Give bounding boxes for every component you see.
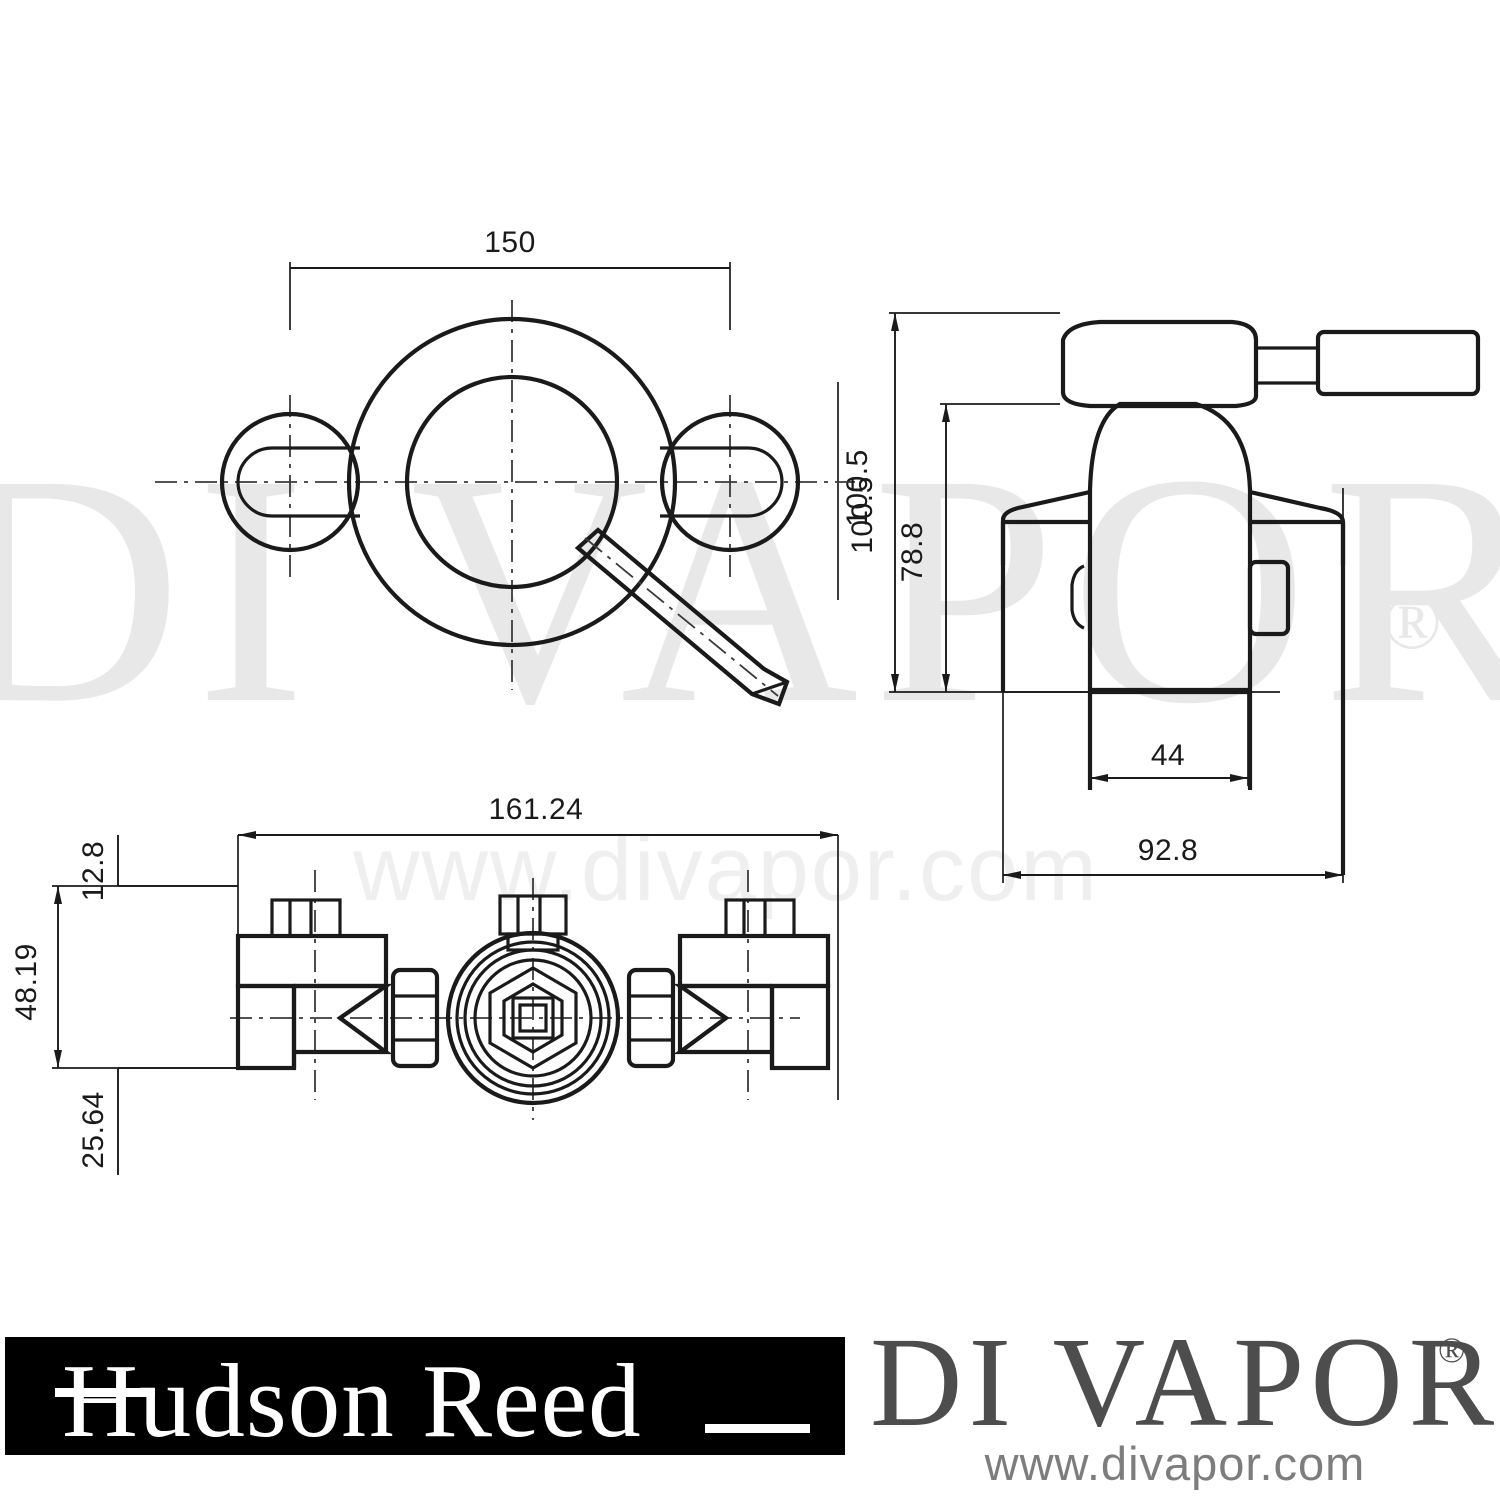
dimension-width-161-24: 161.24	[237, 793, 839, 1100]
dimension-width-150: 150	[289, 226, 731, 330]
dimension-label-100-5-side: 100.5	[846, 476, 879, 554]
dimension-height-100-5-front: 100.5	[837, 382, 874, 600]
footer-logos: Hudson Reed DI VAPOR ® www.divapor.com	[5, 1311, 1500, 1490]
divapor-wordmark: DI VAPOR	[870, 1311, 1500, 1453]
hudson-reed-wordmark: Hudson Reed	[62, 1342, 642, 1459]
dimension-label-150: 150	[484, 226, 536, 259]
front-elevation-view: 150 100.5	[155, 226, 874, 707]
watermark-registered-icon: ®	[1382, 578, 1441, 665]
dimension-height-12-8: 12.8	[77, 835, 238, 901]
dimension-height-78-8: 78.8	[896, 403, 1060, 692]
divapor-registered-icon: ®	[1438, 1330, 1465, 1370]
watermark-layer: DI VAPOR ® www.divapor.com	[0, 407, 1500, 920]
right-outlet-assembly-plan	[626, 898, 831, 1071]
dimension-label-92-8: 92.8	[1138, 834, 1198, 867]
right-inlet-escutcheon	[659, 411, 801, 553]
centerlines-front	[155, 300, 855, 690]
left-outlet-assembly-plan	[235, 898, 440, 1071]
side-elevation-view: 100.5 78.8 44 92.8	[846, 312, 1481, 883]
dimension-label-100-5-front: 100.5	[841, 449, 874, 527]
dimension-label-48-19: 48.19	[10, 943, 43, 1021]
valve-body-plate	[346, 316, 678, 648]
valve-body-side	[1000, 401, 1346, 875]
lever-handle-front	[574, 527, 790, 707]
hudson-reed-h-bar-icon	[55, 1388, 155, 1397]
dimension-label-25-64: 25.64	[77, 1091, 110, 1169]
hudson-reed-d-bar-icon	[705, 1424, 810, 1433]
dimension-label-12-8: 12.8	[77, 841, 110, 901]
divapor-url: www.divapor.com	[984, 1437, 1366, 1490]
center-cartridge-plan	[445, 894, 621, 1106]
dimension-height-25-64: 25.64	[77, 1067, 238, 1175]
plan-view: 161.24 12.8 48.19 25.64	[10, 793, 839, 1175]
dimension-label-161-24: 161.24	[489, 793, 584, 826]
dimension-label-78-8: 78.8	[896, 522, 929, 582]
dimension-height-48-19: 48.19	[10, 885, 238, 1069]
handle-knob-side	[1060, 319, 1481, 409]
dimension-label-44: 44	[1151, 739, 1185, 772]
